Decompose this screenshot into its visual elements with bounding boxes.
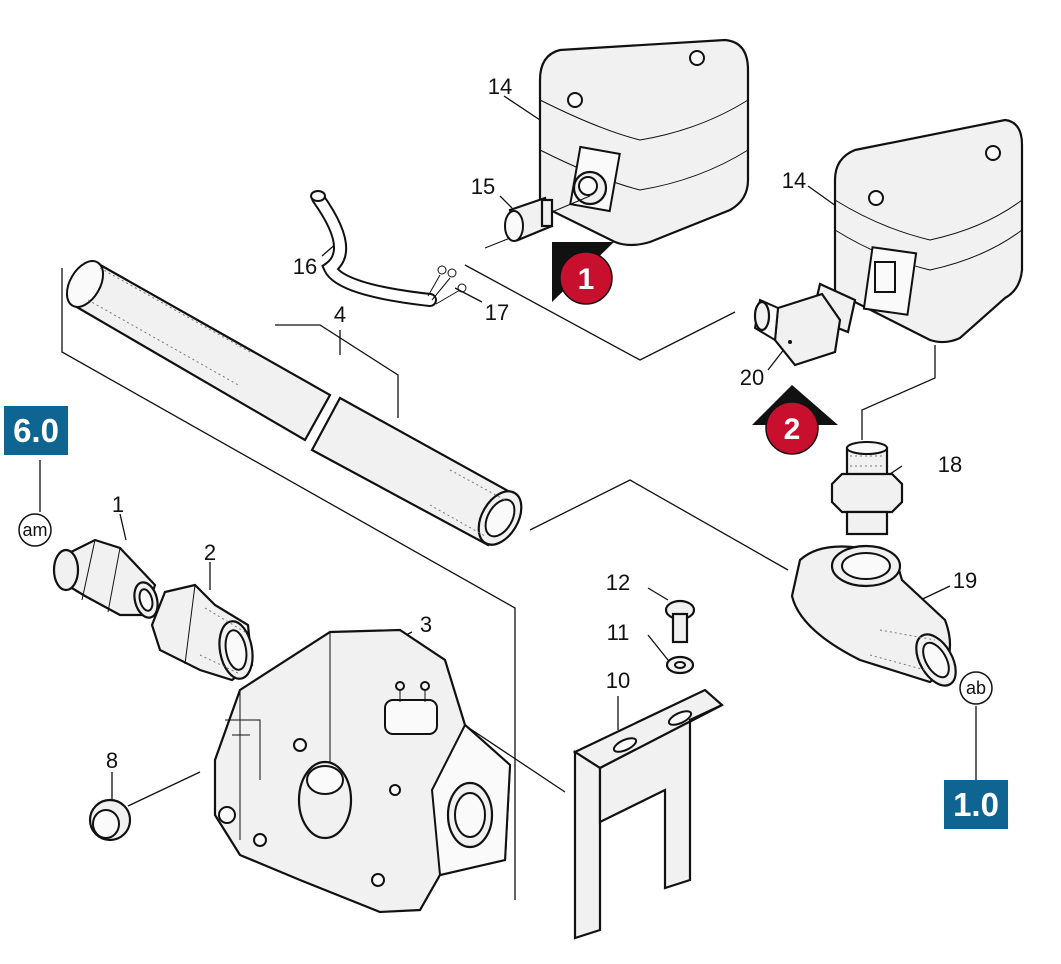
- section-ref-6-0-text: 6.0: [13, 412, 59, 449]
- label-part-17: 17: [485, 300, 509, 325]
- label-part-1: 1: [112, 492, 124, 517]
- variant-marker-1: 1: [552, 242, 614, 305]
- variant-marker-2-number: 2: [784, 413, 801, 446]
- reducing-nipple-part-2: [150, 583, 254, 682]
- part-labels: 1 2 3 4 8 10 11 12 14 14 15 16 17 18 19 …: [106, 74, 977, 773]
- pipe-nipple-part-4: [65, 260, 523, 547]
- label-part-11: 11: [607, 620, 630, 645]
- section-ref-1-0: 1.0: [944, 780, 1008, 829]
- variant-marker-1-number: 1: [578, 263, 595, 296]
- connector-plug-part-20: [753, 282, 857, 367]
- leader-lines: [39, 95, 977, 900]
- label-part-15: 15: [471, 174, 495, 199]
- gas-valve-part-3: [213, 628, 512, 914]
- variant-marker-2: 2: [752, 385, 838, 455]
- section-ref-1-0-text: 1.0: [953, 786, 999, 823]
- tee-fitting-part-19: [790, 544, 957, 687]
- section-ref-6-0: 6.0: [4, 406, 68, 455]
- connection-ref-am: am: [18, 513, 52, 547]
- bracket-part-10: [572, 688, 724, 940]
- label-part-12: 12: [606, 570, 630, 595]
- screw-part-12: [664, 599, 696, 644]
- label-part-16: 16: [293, 254, 317, 279]
- label-part-3: 3: [420, 612, 432, 637]
- plug-part-8: [88, 798, 132, 842]
- double-nipple-part-18: [830, 441, 904, 536]
- label-part-19: 19: [953, 568, 977, 593]
- label-part-10: 10: [606, 668, 630, 693]
- label-part-14-variant-1: 14: [488, 74, 512, 99]
- label-part-18: 18: [938, 452, 962, 477]
- connection-ref-ab: ab: [959, 671, 993, 705]
- cable-gland-part-15: [484, 195, 591, 249]
- fitting-part-1: [52, 538, 159, 619]
- connection-ref-ab-text: ab: [966, 678, 986, 698]
- label-part-4: 4: [334, 302, 346, 327]
- label-part-20: 20: [740, 365, 764, 390]
- junction-box-part-14-variant-1: [538, 38, 750, 247]
- label-part-2: 2: [204, 540, 216, 565]
- junction-box-part-14-variant-2: [833, 118, 1024, 344]
- connection-ref-am-text: am: [22, 520, 47, 540]
- washer-part-11: [665, 655, 695, 675]
- label-part-8: 8: [106, 748, 118, 773]
- ring-terminals-part-17: [437, 265, 467, 293]
- label-part-14-variant-2: 14: [782, 168, 806, 193]
- cable-part-16: [310, 190, 461, 307]
